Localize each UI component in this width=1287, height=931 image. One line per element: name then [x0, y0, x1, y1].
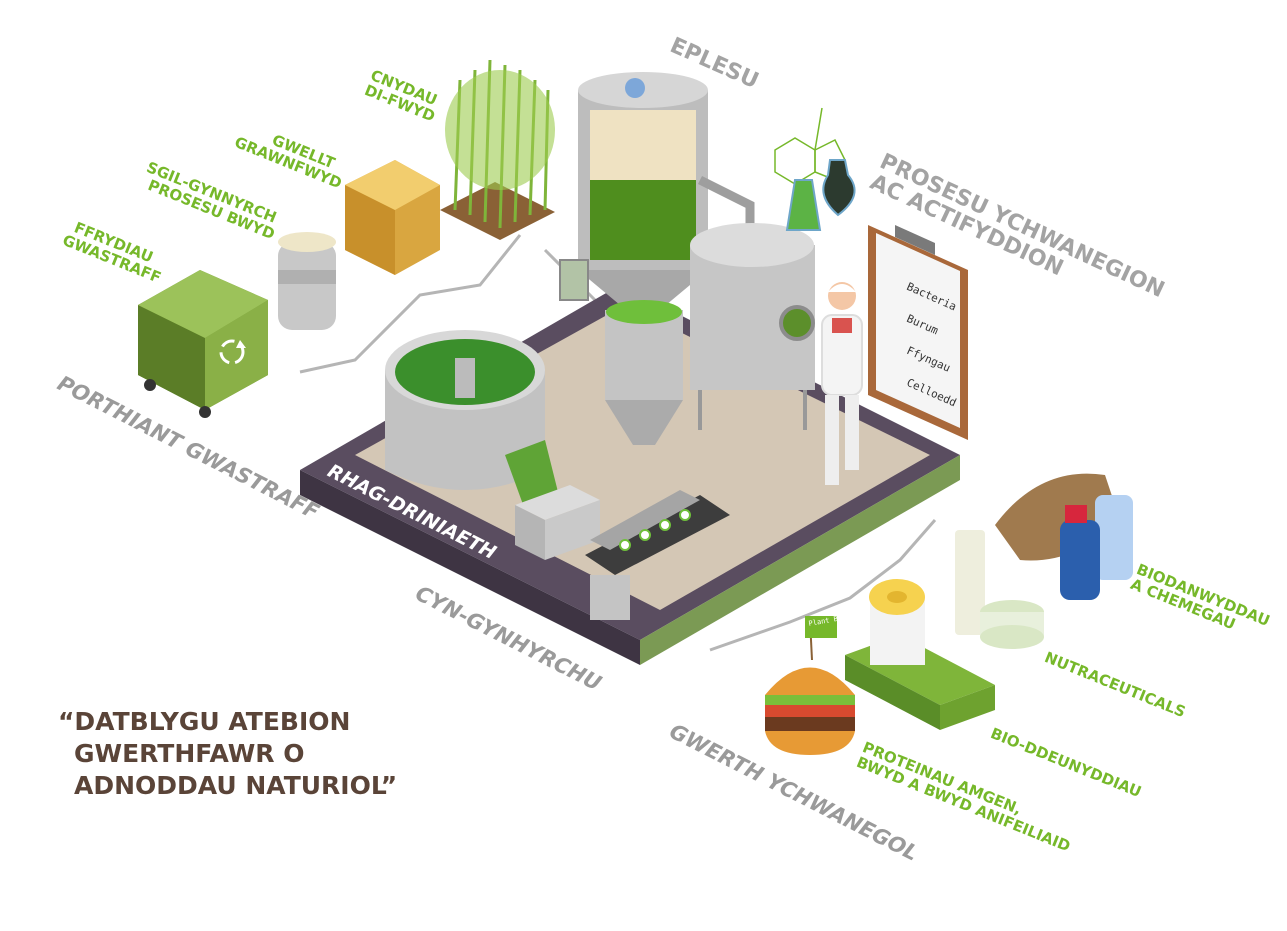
- tagline-quote: “DATBLYGU ATEBION GWERTHFAWR O ADNODDAU …: [58, 707, 398, 800]
- cosmetics-tube-and-jar: [955, 530, 1044, 649]
- chemical-bottles: [1060, 495, 1133, 600]
- material-roll: [869, 579, 925, 665]
- pretreatment-mixer: [385, 330, 545, 490]
- scientist: [821, 282, 863, 485]
- reactor-vessel: [690, 223, 815, 430]
- clipboard: [868, 225, 968, 440]
- fermentation-tank: [578, 72, 708, 310]
- conveyor-belt: [585, 490, 730, 620]
- pressure-vessel: [605, 300, 683, 445]
- plant-based-burger: [765, 616, 855, 755]
- lab-flasks: [785, 159, 856, 231]
- food-barrel: [278, 232, 336, 330]
- control-panel: [559, 259, 589, 301]
- transfer-pipe: [697, 175, 755, 230]
- non-food-crops: [440, 59, 555, 240]
- waste-bin: [138, 270, 268, 418]
- output-tray: [505, 440, 600, 560]
- hay-bale: [345, 160, 440, 275]
- recycle-icon: [219, 339, 246, 365]
